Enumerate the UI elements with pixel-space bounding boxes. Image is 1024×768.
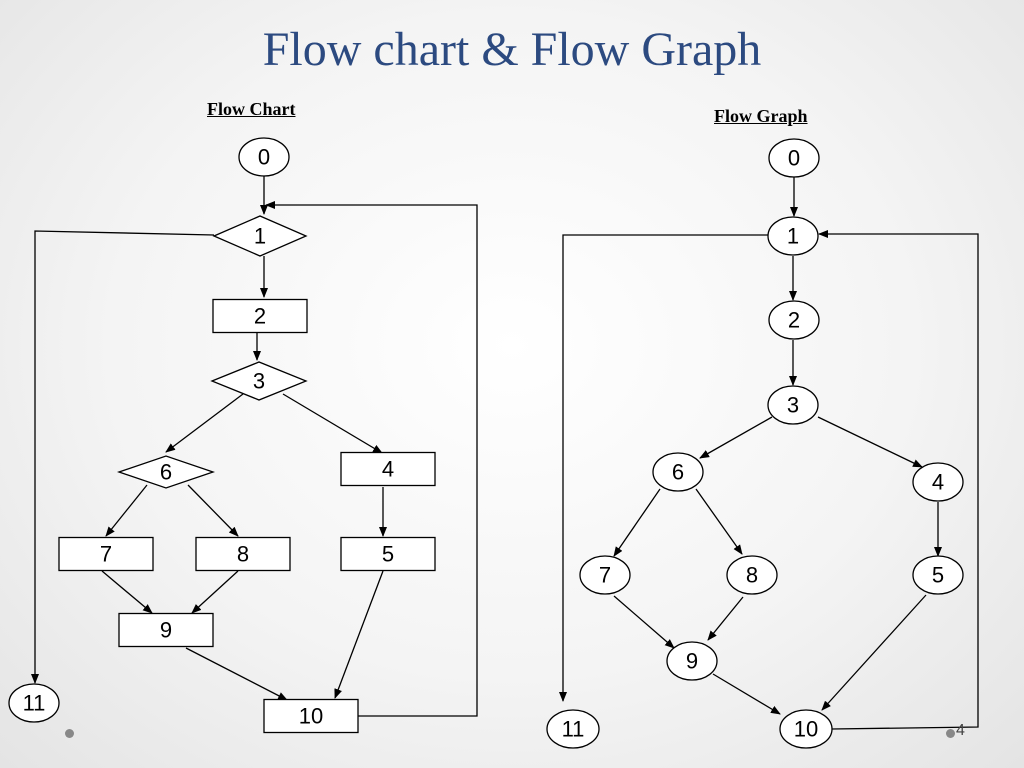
fc-node-8-process [195, 536, 291, 572]
fc-edge-3-6 [165, 393, 244, 453]
fg-edge-1-11 [559, 234, 768, 702]
fc-node-1-decision [212, 215, 308, 257]
fg-node-5 [912, 555, 964, 595]
fc-node-7-label: 7 [100, 542, 112, 567]
fc-node-2-label: 2 [254, 304, 266, 329]
fc-node-11-terminal [8, 683, 60, 723]
fc-node-6-label: 6 [160, 460, 172, 485]
fg-edge-8-9 [707, 596, 744, 641]
fg-node-10 [779, 709, 833, 749]
fg-node-9-label: 9 [686, 649, 698, 674]
fg-edge-9-10 [712, 673, 781, 715]
fg-node-6 [652, 452, 704, 492]
slide-title: Flow chart & Flow Graph [262, 23, 762, 76]
fg-node-1-label: 1 [787, 224, 799, 249]
fc-edge-8-9 [191, 570, 239, 614]
fc-node-2-process [212, 298, 308, 334]
page-number: 4 [956, 722, 965, 739]
fc-edge-10-1 [265, 201, 478, 717]
fc-edge-3-4 [282, 393, 383, 454]
fg-node-2-label: 2 [788, 308, 800, 333]
fc-edge-5-10 [334, 570, 384, 699]
fg-node-2 [768, 300, 820, 340]
fc-node-8-label: 8 [237, 542, 249, 567]
flow-chart-heading: Flow Chart [207, 99, 296, 119]
fg-node-7-label: 7 [599, 563, 611, 588]
fg-node-8-label: 8 [746, 563, 758, 588]
fg-node-1 [767, 216, 819, 256]
fg-edge-10-1 [818, 230, 979, 730]
flow-graph-heading: Flow Graph [714, 106, 808, 126]
fg-edge-6-8 [695, 488, 743, 555]
fc-node-9-process [118, 612, 214, 648]
fc-edge-6-8 [187, 484, 239, 537]
slide-bullet-right [946, 729, 955, 738]
fc-node-5-label: 5 [382, 542, 394, 567]
fg-node-0 [768, 138, 820, 178]
fg-edge-7-9 [613, 595, 675, 649]
fg-node-6-label: 6 [672, 460, 684, 485]
fc-node-9-label: 9 [160, 618, 172, 643]
fc-edge-1-11 [31, 230, 215, 684]
fc-node-1-label: 1 [254, 224, 266, 249]
fc-edge-9-10 [185, 647, 288, 701]
fg-edge-6-7 [613, 488, 661, 557]
fc-node-5-process [340, 536, 436, 572]
fc-node-7-process [58, 536, 154, 572]
fg-node-0-label: 0 [788, 146, 800, 171]
fg-node-4-label: 4 [932, 470, 944, 495]
fc-node-3-decision [210, 361, 308, 401]
fc-edge-6-7 [105, 484, 148, 537]
fg-node-3 [767, 385, 819, 425]
fg-node-11 [546, 709, 600, 749]
fc-node-11-label: 11 [23, 691, 46, 716]
slide-bullet-left [65, 729, 74, 738]
fg-node-7 [579, 555, 631, 595]
fg-edge-5-10 [821, 594, 927, 711]
fg-node-11-label: 11 [562, 717, 585, 742]
fg-node-4 [912, 462, 964, 502]
fc-node-10-label: 10 [299, 704, 323, 729]
fc-node-0-label: 0 [258, 145, 270, 170]
fg-node-10-label: 10 [794, 717, 818, 742]
fg-node-9 [666, 641, 718, 681]
fg-edge-3-6 [699, 416, 773, 459]
fc-edge-7-9 [101, 570, 153, 614]
fg-node-8 [726, 555, 778, 595]
fc-node-4-label: 4 [382, 457, 394, 482]
fc-node-10-process [263, 698, 359, 734]
fc-node-4-process [340, 451, 436, 487]
fc-node-0-terminal [238, 137, 290, 177]
fg-node-5-label: 5 [932, 563, 944, 588]
fc-node-6-decision [116, 455, 216, 489]
fg-edge-3-4 [817, 416, 923, 468]
fc-node-3-label: 3 [253, 369, 265, 394]
fg-node-3-label: 3 [787, 393, 799, 418]
